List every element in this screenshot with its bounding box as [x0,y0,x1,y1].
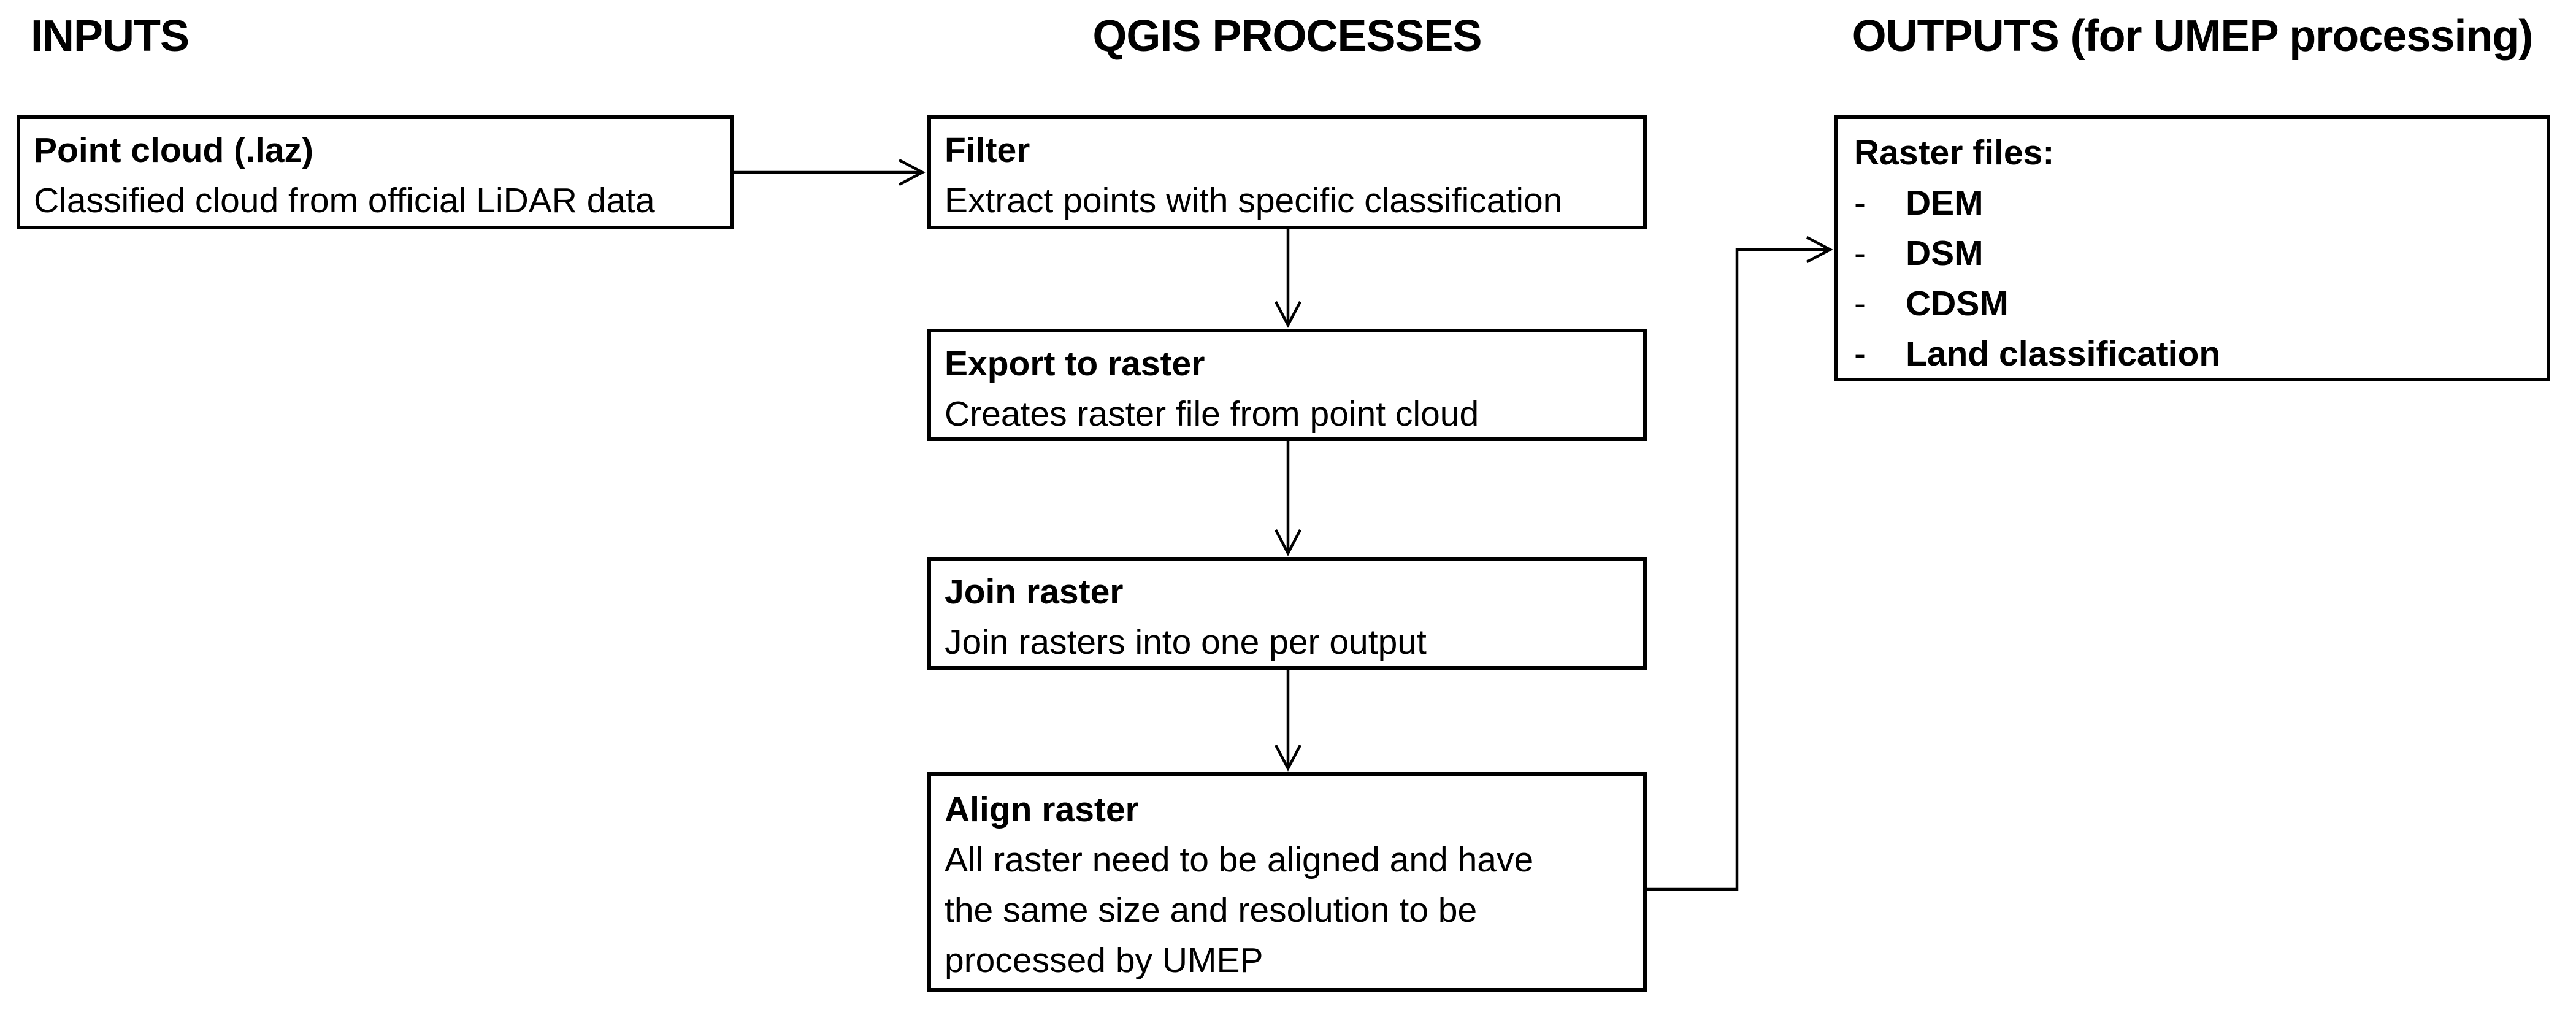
output-item-label: Land classification [1906,334,2221,373]
output-list-item: - DEM [1854,178,2531,228]
arrow-align-to-outputs [1647,236,1833,891]
node-description: Extract points with specific classificat… [945,181,1563,220]
inputs-column-title: INPUTS [31,12,190,61]
node-point-cloud: Point cloud (.laz) Classified cloud from… [17,115,734,229]
processes-column-title: QGIS PROCESSES [1092,12,1482,61]
bullet-dash: - [1854,284,1866,323]
node-title: Join raster [945,572,1124,611]
node-description: Classified cloud from official LiDAR dat… [34,181,655,220]
output-list-item: - DSM [1854,228,2531,278]
node-description: Creates raster file from point cloud [945,394,1479,434]
node-title: Export to raster [945,344,1205,383]
node-title: Raster files: [1854,133,2055,172]
node-join-raster: Join raster Join rasters into one per ou… [927,557,1647,670]
output-item-label: DEM [1906,183,1984,223]
node-export-to-raster: Export to raster Creates raster file fro… [927,329,1647,441]
node-description: Join rasters into one per output [945,622,1427,662]
node-title: Point cloud (.laz) [34,131,313,170]
output-list-item: - Land classification [1854,329,2531,379]
outputs-column-title: OUTPUTS (for UMEP processing) [1852,12,2534,61]
node-filter: Filter Extract points with specific clas… [927,115,1647,229]
output-list-item: - CDSM [1854,278,2531,329]
output-item-label: DSM [1906,234,1984,273]
bullet-dash: - [1854,183,1866,223]
output-item-label: CDSM [1906,284,2009,323]
node-align-raster: Align raster All raster need to be align… [927,772,1647,992]
node-description-line: the same size and resolution to be [945,891,1478,930]
bullet-dash: - [1854,334,1866,373]
node-raster-outputs: Raster files: - DEM - DSM - CDSM - Land … [1834,115,2550,381]
node-description-line: All raster need to be aligned and have [945,840,1534,879]
node-title: Align raster [945,790,1139,829]
bullet-dash: - [1854,234,1866,273]
node-description-line: processed by UMEP [945,941,1263,980]
node-title: Filter [945,131,1030,170]
